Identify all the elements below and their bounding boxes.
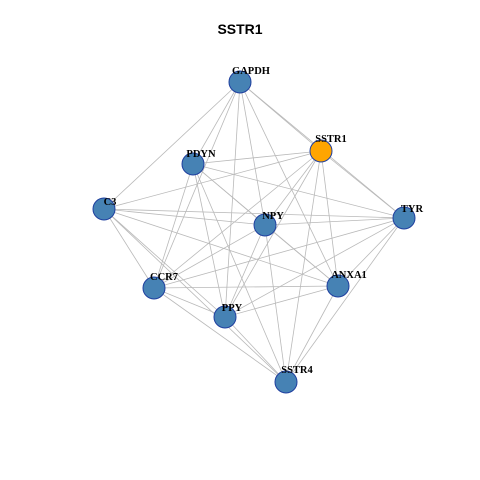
edge-tyr-sstr4 bbox=[285, 217, 405, 383]
node-label-gapdh: GAPDH bbox=[232, 66, 270, 77]
edge-ccr7-anxa1 bbox=[153, 285, 339, 289]
edge-sstr1-sstr4 bbox=[285, 150, 322, 383]
edge-anxa1-sstr4 bbox=[285, 285, 339, 383]
edge-ppy-sstr4 bbox=[224, 316, 287, 383]
edge-npy-anxa1 bbox=[264, 224, 339, 287]
edge-gapdh-pdyn bbox=[192, 81, 241, 165]
edge-c3-ccr7 bbox=[103, 208, 155, 289]
node-pdyn bbox=[181, 152, 205, 176]
edge-npy-ppy bbox=[224, 224, 266, 318]
edge-sstr1-ppy bbox=[224, 150, 322, 318]
node-label-npy: NPY bbox=[262, 211, 284, 222]
node-tyr bbox=[392, 206, 416, 230]
plot-title: SSTR1 bbox=[217, 21, 263, 37]
node-gapdh bbox=[228, 70, 252, 94]
node-label-pdyn: PDYN bbox=[186, 149, 216, 160]
node-sstr1 bbox=[309, 139, 333, 163]
edge-gapdh-anxa1 bbox=[239, 81, 339, 287]
edge-sstr1-npy bbox=[264, 150, 322, 226]
node-anxa1 bbox=[326, 274, 350, 298]
node-label-sstr4: SSTR4 bbox=[281, 365, 313, 376]
edge-layer bbox=[103, 81, 405, 383]
edge-pdyn-ppy bbox=[192, 163, 226, 318]
node-label-sstr1: SSTR1 bbox=[315, 134, 347, 145]
edge-pdyn-sstr4 bbox=[192, 163, 287, 383]
edge-sstr1-anxa1 bbox=[320, 150, 339, 287]
edge-gapdh-npy bbox=[239, 81, 266, 226]
node-layer bbox=[92, 70, 416, 394]
edge-anxa1-ppy bbox=[224, 285, 339, 318]
node-label-tyr: TYR bbox=[401, 204, 424, 215]
edge-ccr7-sstr4 bbox=[153, 287, 287, 383]
edge-tyr-anxa1 bbox=[337, 217, 405, 287]
node-ccr7 bbox=[142, 276, 166, 300]
edge-tyr-ppy bbox=[224, 217, 405, 318]
node-label-c3: C3 bbox=[104, 197, 117, 208]
edge-sstr1-tyr bbox=[320, 150, 405, 219]
edge-ccr7-ppy bbox=[153, 287, 226, 318]
edge-tyr-ccr7 bbox=[153, 217, 405, 289]
node-label-ppy: PPY bbox=[222, 303, 243, 314]
edge-c3-npy bbox=[103, 208, 266, 226]
edge-sstr1-pdyn bbox=[192, 150, 322, 165]
edge-pdyn-ccr7 bbox=[153, 163, 194, 289]
edge-npy-ccr7 bbox=[153, 224, 266, 289]
node-sstr4 bbox=[274, 370, 298, 394]
edge-npy-tyr bbox=[264, 217, 405, 226]
node-ppy bbox=[213, 305, 237, 329]
edge-c3-sstr4 bbox=[103, 208, 287, 383]
node-npy bbox=[253, 213, 277, 237]
edge-c3-anxa1 bbox=[103, 208, 339, 287]
node-label-ccr7: CCR7 bbox=[150, 272, 178, 283]
edge-gapdh-c3 bbox=[103, 81, 241, 210]
edge-pdyn-tyr bbox=[192, 163, 405, 219]
edge-c3-ppy bbox=[103, 208, 226, 318]
edge-c3-tyr bbox=[103, 208, 405, 219]
node-label-anxa1: ANXA1 bbox=[331, 270, 367, 281]
node-c3 bbox=[92, 197, 116, 221]
edge-gapdh-ppy bbox=[224, 81, 241, 318]
edge-sstr1-ccr7 bbox=[153, 150, 322, 289]
